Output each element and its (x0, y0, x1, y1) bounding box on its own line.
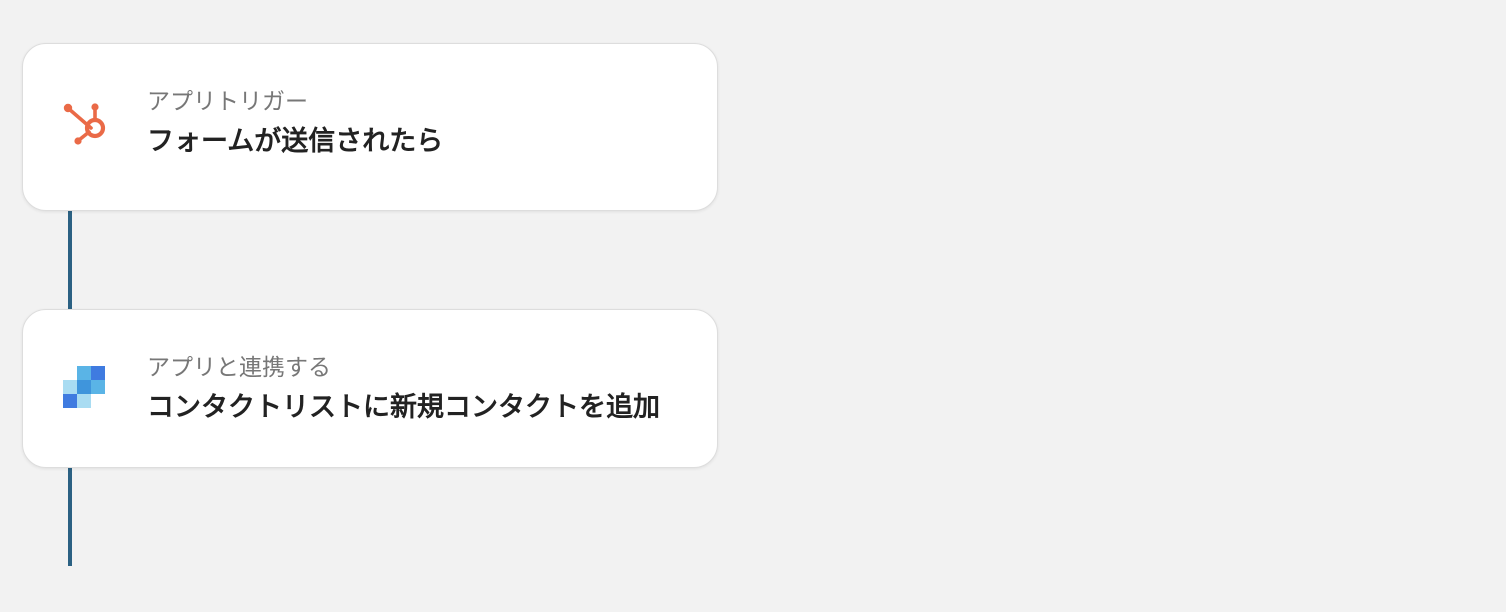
step-type-label: アプリと連携する (147, 355, 331, 381)
hubspot-icon (61, 100, 109, 148)
trigger-step-card[interactable]: アプリトリガー フォームが送信されたら (22, 43, 718, 211)
step-title: コンタクトリストに新規コンタクトを追加 (147, 392, 660, 423)
step-type-label: アプリトリガー (147, 89, 308, 115)
app-squares-icon (61, 364, 109, 412)
flow-connector-line-end (68, 466, 72, 566)
step-title: フォームが送信されたら (147, 126, 444, 157)
flow-connector-line (68, 208, 72, 310)
action-step-card[interactable]: アプリと連携する コンタクトリストに新規コンタクトを追加 (22, 309, 718, 468)
